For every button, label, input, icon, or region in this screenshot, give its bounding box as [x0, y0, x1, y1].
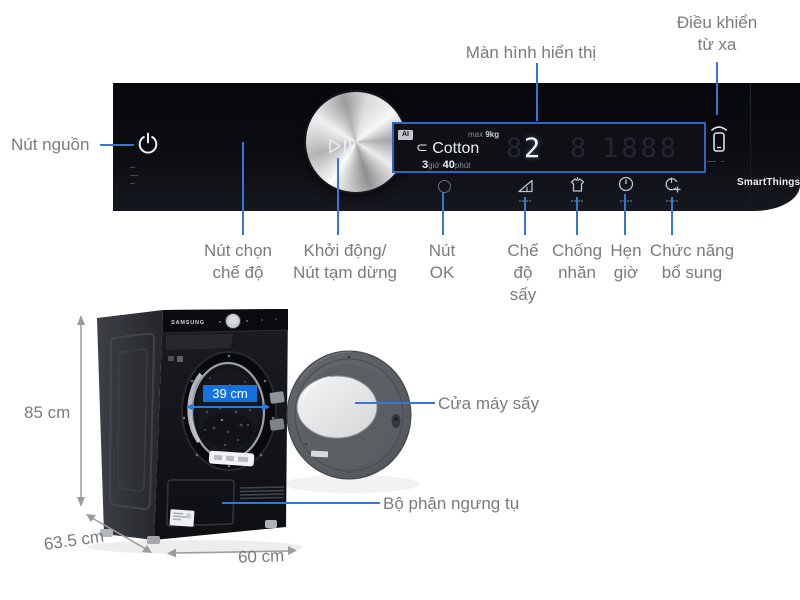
label-ok: Nút OK: [428, 241, 456, 282]
program-time: 3giờ 40phút: [422, 159, 471, 171]
label-dry-mode: Chế độ sấy: [507, 241, 539, 304]
annotation-line-start-pause: [337, 158, 339, 235]
label-anti-wrinkle: Chống nhăn: [551, 241, 603, 282]
annotation-line-condenser: [222, 502, 380, 504]
annotation-line-extra: [671, 197, 673, 235]
timer-button-icon[interactable]: [618, 176, 634, 192]
dim-width-label: 60 cm: [237, 546, 285, 567]
display-screen: AI max 9kg ⊂ Cotton 3giờ 40phút 8 2 8 18…: [392, 122, 706, 173]
panel-print-mark: [335, 177, 343, 178]
label-start-pause: Khởi động/ Nút tạm dừng: [293, 241, 397, 282]
annotation-line-timer: [624, 194, 626, 235]
energy-sticker: [169, 509, 195, 527]
program-row: ⊂ Cotton: [416, 139, 479, 158]
remote-control-icon: [711, 126, 727, 152]
annotation-line-remote: [716, 62, 718, 115]
samsung-logo: SAMSUNG: [171, 320, 205, 326]
annotation-line-knob: [242, 142, 244, 235]
vent-slots: [239, 486, 285, 500]
door-latch: [391, 414, 401, 428]
door-hinges: [269, 391, 285, 431]
max-load-text: max 9kg: [468, 130, 500, 139]
dry-mode-button-icon[interactable]: [517, 178, 534, 194]
panel-print-mark: [707, 161, 716, 162]
annotation-line-display: [536, 63, 538, 121]
annotation-line-anti-wrinkle: [576, 197, 578, 235]
ai-badge: AI: [398, 130, 413, 140]
label-condenser: Bộ phận ngưng tụ: [383, 494, 520, 513]
label-extra-function: Chức năng bổ sung: [649, 241, 735, 282]
hanger-icon: ⊂: [416, 139, 428, 155]
bezel-screws: [182, 354, 275, 468]
feet: [100, 520, 277, 544]
label-remote: Điều khiển từ xa: [676, 13, 758, 54]
mode-selector-knob[interactable]: [306, 92, 406, 192]
annotation-line-door: [355, 402, 435, 404]
condenser-panel: [166, 479, 285, 527]
label-door: Cửa máy sấy: [438, 394, 540, 413]
power-button-icon[interactable]: [137, 132, 159, 155]
annotation-line-ok: [442, 192, 444, 235]
dim-height-label: 85 cm: [24, 403, 71, 422]
opening-width-arrow: [186, 403, 270, 411]
program-name: Cotton: [432, 140, 480, 157]
button-caption-marks: [620, 200, 632, 202]
segment-ghost-mid: 8: [570, 133, 587, 164]
lint-filter-label: [208, 450, 255, 467]
ok-button[interactable]: [438, 180, 451, 193]
door-glass: [296, 375, 378, 439]
drum-opening: [181, 351, 277, 471]
label-timer: Hẹn giờ: [610, 241, 642, 282]
segment-ghost-left: 8: [506, 133, 523, 164]
panel-seam: [750, 83, 751, 211]
ground-shadow: [87, 540, 303, 554]
door-shadow: [284, 475, 420, 493]
anti-wrinkle-button-icon[interactable]: [569, 176, 586, 194]
smartthings-logo: SmartThings: [737, 177, 800, 188]
annotation-line-power: [100, 144, 134, 146]
segment-ghost-right: 1888: [602, 133, 680, 164]
label-display-screen: Màn hình hiển thị: [465, 43, 597, 62]
control-panel: AI max 9kg ⊂ Cotton 3giờ 40phút 8 2 8 18…: [113, 83, 800, 211]
opening-width-badge: 39 cm: [203, 385, 257, 402]
label-mode-knob: Nút chọn chế độ: [203, 241, 273, 282]
label-power: Nút nguồn: [11, 135, 90, 154]
dryer-door-open[interactable]: [286, 350, 412, 480]
annotation-line-dry-mode: [524, 197, 526, 235]
dimension-arrows: [77, 315, 297, 558]
panel-print-mark: [721, 161, 724, 162]
panel-print-mark: [130, 175, 138, 176]
panel-print-mark: [130, 183, 135, 184]
start-pause-button-icon[interactable]: [329, 138, 353, 154]
panel-print-mark: [130, 167, 135, 168]
segment-main-digit: 2: [524, 133, 541, 164]
extra-function-button-icon[interactable]: [664, 176, 682, 194]
